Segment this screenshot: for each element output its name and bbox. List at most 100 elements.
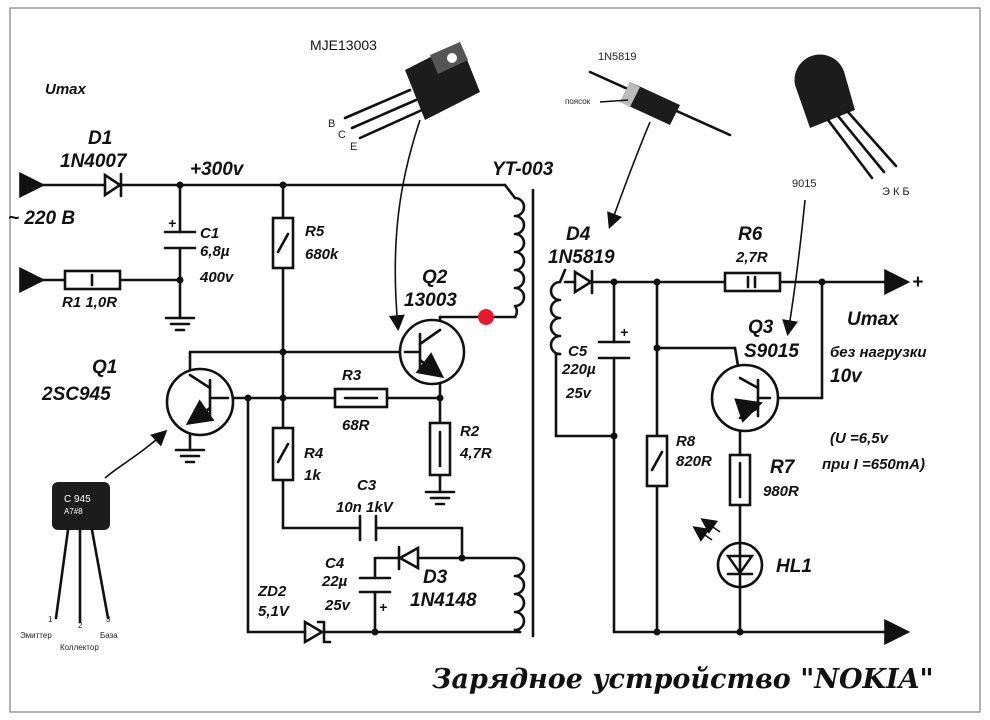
node-dot: [458, 554, 466, 562]
r1-label: R1 1,0R: [62, 294, 117, 311]
resistor-r3: [333, 387, 389, 409]
r5-value: 680k: [305, 246, 339, 263]
node-dot: [818, 278, 826, 286]
r3-name: R3: [342, 367, 362, 384]
c5-cap: 220µ: [561, 361, 596, 378]
c1-name: C1: [200, 225, 219, 242]
r5-name: R5: [305, 223, 325, 240]
c1-volt: 400v: [199, 269, 235, 286]
c4-name: C4: [325, 555, 345, 572]
q3-part: S9015: [744, 341, 799, 362]
node-dot: [244, 394, 252, 402]
frame: [9, 7, 981, 713]
output-load-v: (U =6,5v: [830, 430, 890, 447]
q1-part: 2SC945: [41, 384, 111, 405]
c1-cap: 6,8µ: [200, 243, 230, 260]
transformer-secondary-coil: [549, 280, 562, 356]
node-dot: [371, 628, 379, 636]
resistor-r1: [63, 269, 122, 291]
led-hl1: [692, 518, 764, 589]
pkg-mje-pin-b: B: [328, 118, 335, 130]
r2-value: 4,7R: [459, 445, 492, 462]
r4-value: 1k: [304, 467, 321, 484]
output-load-i: при I =650mA): [822, 456, 925, 473]
node-dot: [279, 394, 287, 402]
pkg-c945-marking2: A7#8: [64, 507, 83, 516]
resistor-r2: [428, 421, 452, 477]
pkg-c945-collector: Коллектор: [60, 643, 99, 652]
node-dot: [176, 276, 184, 284]
capacitor-c5: +: [597, 324, 631, 360]
node-dot: [653, 628, 661, 636]
pkg-c945-emitter: Эмиттер: [20, 631, 52, 640]
svg-text:+: +: [168, 215, 176, 231]
schematic-title: Зарядное устройство "NOKIA": [432, 664, 934, 695]
r6-name: R6: [738, 224, 763, 245]
d4-name: D4: [566, 224, 591, 245]
capacitor-c4: +: [358, 576, 392, 615]
diode-d3: [397, 545, 420, 571]
rail-label: +300v: [190, 159, 245, 180]
c4-volt: 25v: [324, 597, 352, 614]
transistor-q2: [398, 318, 466, 386]
r7-value: 980R: [763, 483, 799, 500]
pkg-c945-p1: 1: [48, 615, 53, 624]
diode-d4: [573, 269, 594, 295]
package-1n5819: [588, 70, 732, 229]
zd2-value: 5,1V: [258, 603, 291, 620]
output-no-load: без нагрузки: [830, 344, 927, 361]
output-no-load-v: 10v: [830, 366, 863, 387]
zener-zd2: [303, 619, 332, 645]
r7-name: R7: [770, 457, 796, 478]
r6-value: 2,7R: [735, 249, 768, 266]
r2-name: R2: [460, 423, 480, 440]
resistor-r6: [723, 271, 782, 293]
diode-d1: [103, 172, 123, 198]
pkg-c945-marking1: C 945: [64, 494, 91, 505]
pkg-c945-p2: 2: [78, 621, 83, 630]
q1-name: Q1: [92, 357, 117, 378]
output-umax: Umax: [847, 309, 900, 330]
package-c945: [52, 429, 168, 624]
pkg-c945-base: База: [100, 631, 118, 640]
ground-q1: [174, 448, 206, 464]
zd2-name: ZD2: [257, 583, 287, 600]
d3-part: 1N4148: [410, 590, 477, 611]
c3-value: 10n 1kV: [336, 499, 395, 516]
q2-name: Q2: [422, 267, 448, 288]
node-dot: [279, 348, 287, 356]
pkg-c945-p3: 3: [106, 615, 111, 624]
node-dot: [436, 394, 444, 402]
capacitor-c3: [358, 514, 378, 542]
node-dot: [279, 181, 287, 189]
d1-name: D1: [88, 128, 112, 149]
transformer-label: YT-003: [492, 159, 554, 180]
package-9015: [782, 54, 898, 337]
node-dot: [736, 628, 744, 636]
transformer-aux-coil: [513, 556, 526, 634]
hl1-name: HL1: [776, 556, 812, 577]
node-dot: [610, 432, 618, 440]
red-marker: [478, 309, 494, 325]
q3-name: Q3: [748, 317, 774, 338]
ground-r2: [424, 490, 456, 506]
pkg-mje-pin-e: E: [350, 141, 357, 153]
svg-text:+: +: [620, 324, 628, 340]
ground-c1: [164, 316, 196, 332]
node-dot: [653, 344, 661, 352]
node-dot: [653, 278, 661, 286]
transistor-q1: [165, 367, 235, 437]
top-umax-label: Umax: [45, 81, 87, 98]
node-dot: [610, 278, 618, 286]
pkg-1n5819-name: 1N5819: [598, 51, 637, 63]
d4-part: 1N5819: [548, 247, 615, 268]
node-dot: [176, 181, 184, 189]
resistor-r4: [271, 426, 295, 482]
resistor-r5: [271, 216, 295, 270]
pkg-1n5819-mark: поясок: [565, 97, 591, 106]
c5-name: C5: [568, 343, 588, 360]
resistor-r7: [728, 453, 752, 507]
d1-part: 1N4007: [60, 151, 128, 172]
